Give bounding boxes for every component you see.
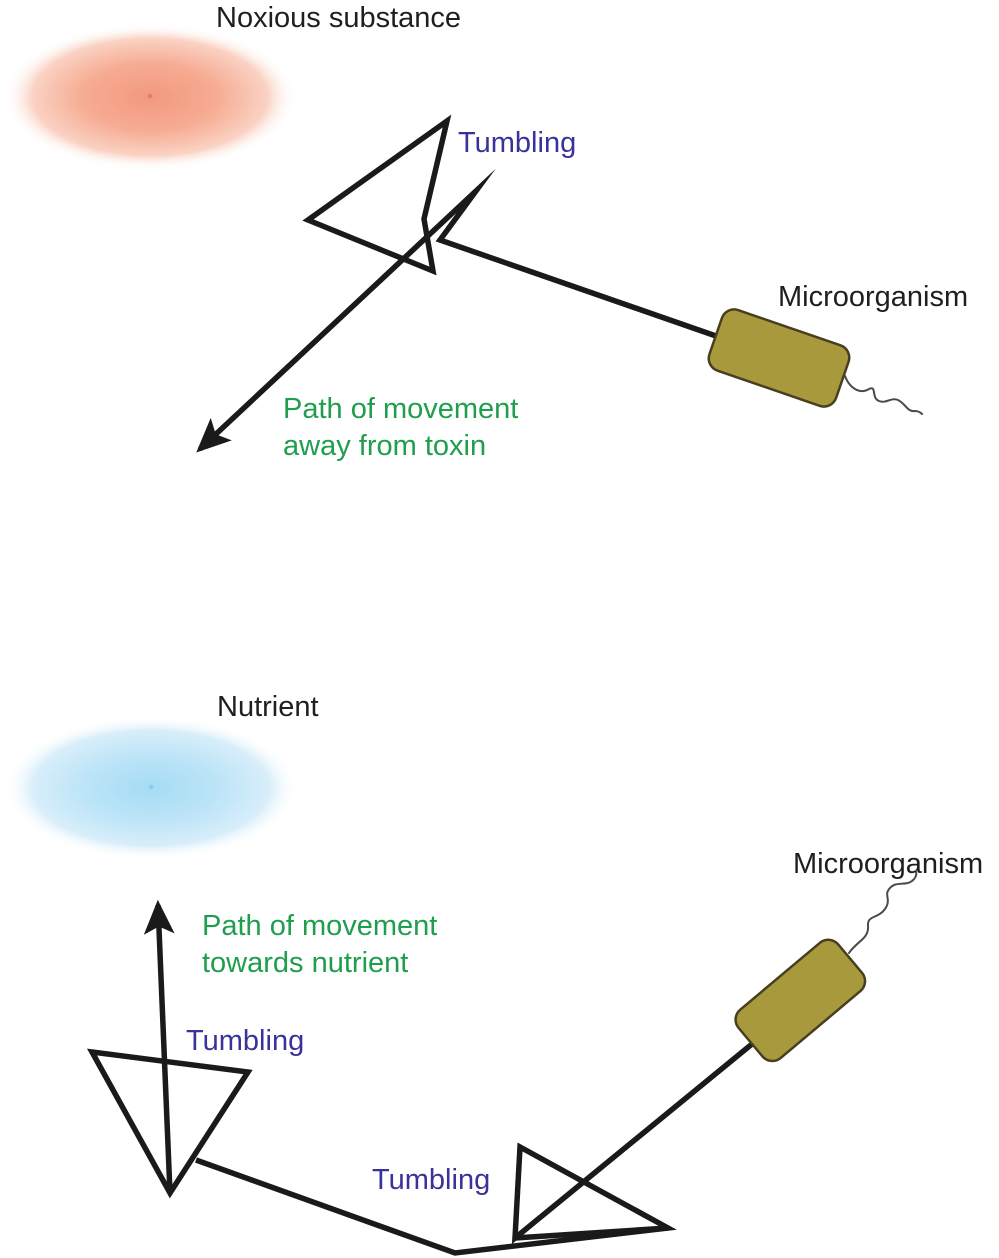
nutrient-label: Nutrient	[217, 691, 319, 723]
path-of-movement-label-bottom: Path of movement towards nutrient	[202, 910, 438, 979]
toxin-blob-center-dot	[147, 93, 153, 99]
tumbling-label-top: Tumbling	[458, 127, 577, 159]
noxious-substance-label: Noxious substance	[216, 2, 462, 34]
path-of-movement-label-top: Path of movement away from toxin	[283, 393, 519, 462]
trajectory-bottom-run	[195, 1041, 754, 1256]
nutrient-blob-center-dot	[148, 784, 154, 790]
tumbling-label-bottom-left: Tumbling	[186, 1025, 305, 1057]
trajectory-top-tumble-triangle	[302, 114, 452, 276]
flagellum-bottom	[848, 871, 918, 954]
trajectory-bottom-tumble-edge	[514, 1225, 669, 1241]
microorganism-label-bottom: Microorganism	[793, 848, 984, 880]
trajectory-bottom-arrow	[143, 899, 175, 1194]
microorganism-body-top	[707, 308, 851, 408]
tumbling-label-bottom-middle: Tumbling	[372, 1164, 491, 1196]
flagellum-top	[844, 375, 923, 415]
microorganism-body-bottom	[734, 938, 867, 1063]
trajectory-top-run-and-arrow	[196, 168, 717, 453]
trajectory-bottom-tumble-triangle	[86, 1048, 253, 1199]
microorganism-label-top: Microorganism	[778, 281, 969, 313]
